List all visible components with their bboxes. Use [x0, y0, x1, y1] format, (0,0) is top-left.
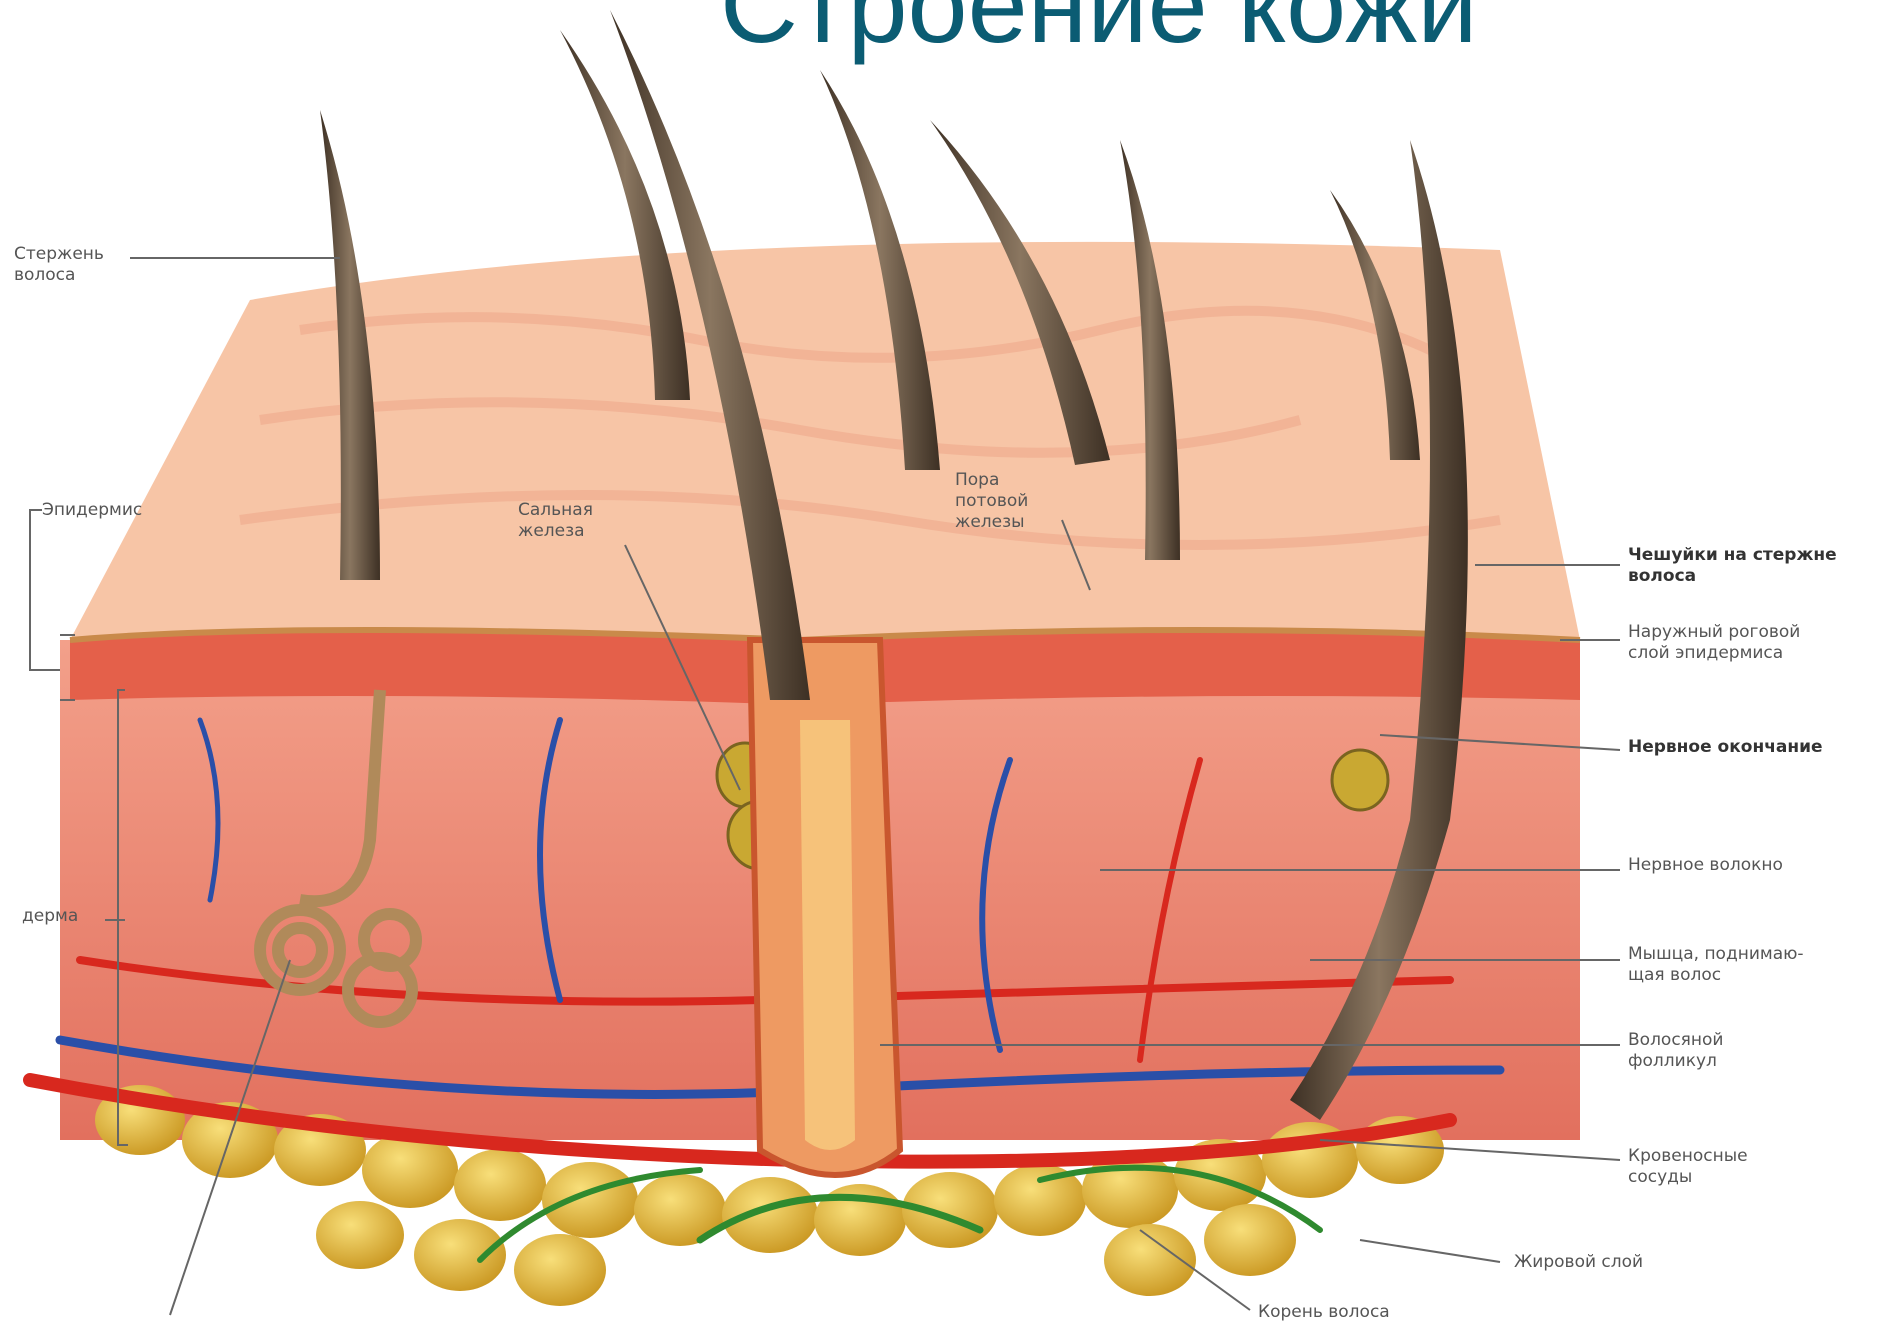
label-nerve-ending: Нервное окончание — [1628, 737, 1823, 758]
label-dermis: дерма — [22, 906, 78, 927]
label-epidermis: Эпидермис — [42, 500, 142, 521]
label-sebaceous-gland: Сальная железа — [518, 500, 593, 542]
label-sweat-pore: Пора потовой железы — [955, 470, 1028, 533]
label-hair-root: Корень волоса — [1258, 1302, 1390, 1323]
label-nerve-fiber: Нервное волокно — [1628, 855, 1783, 876]
hair-root — [800, 720, 855, 1150]
label-blood-vessels: Кровеносные сосуды — [1628, 1146, 1748, 1188]
label-hair-scales: Чешуйки на стержне волоса — [1628, 545, 1837, 587]
label-fat-layer: Жировой слой — [1514, 1252, 1643, 1273]
page-title: Строение кожи — [720, 0, 1478, 67]
label-hair-shaft: Стержень волоса — [14, 244, 104, 286]
label-hair-follicle: Волосяной фолликул — [1628, 1030, 1723, 1072]
skin-surface — [70, 242, 1580, 640]
label-arrector-muscle: Мышца, поднимаю- щая волос — [1628, 944, 1804, 986]
label-stratum-corneum: Наружный роговой слой эпидермиса — [1628, 622, 1800, 664]
